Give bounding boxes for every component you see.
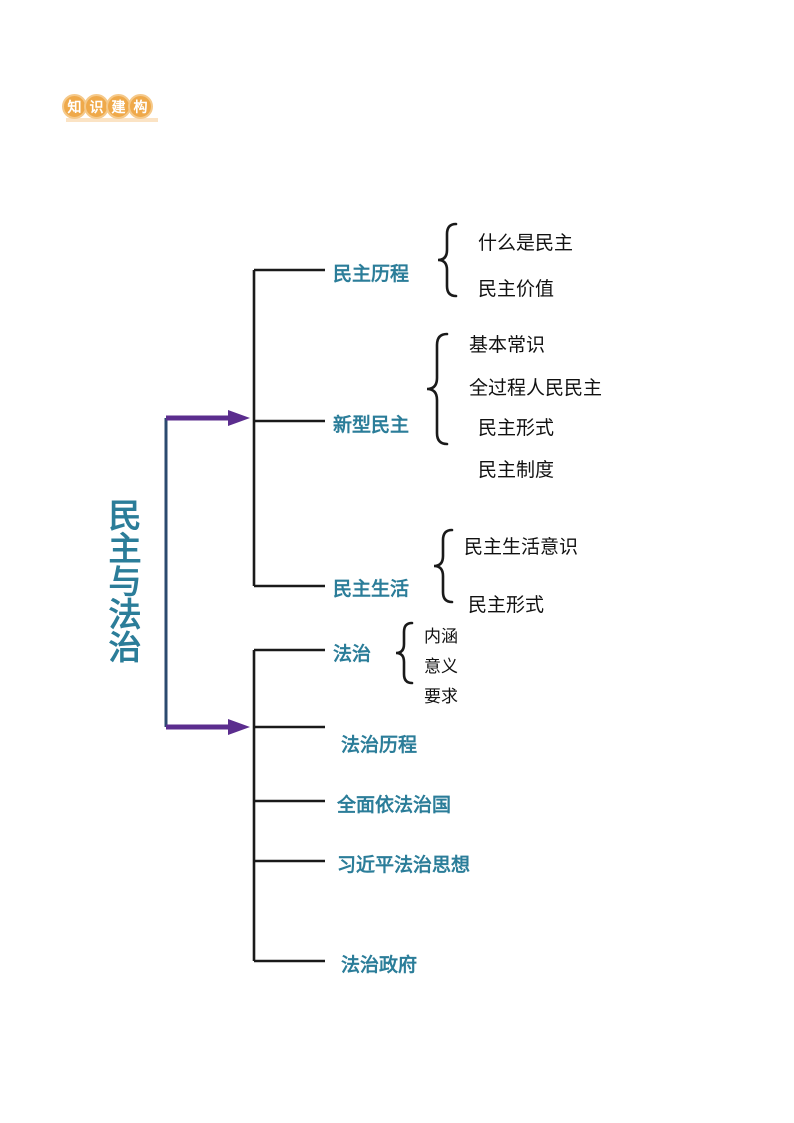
purple-arrow-upper (166, 410, 250, 426)
branch-label-rule-of-law-history[interactable]: 法治历程 (341, 734, 418, 756)
brace-democracy-history (437, 222, 458, 298)
badge-char-2: 识 (84, 94, 109, 119)
leaf-whole-process-peoples-democracy[interactable]: 全过程人民民主 (469, 377, 603, 399)
leaf-significance[interactable]: 意义 (424, 657, 458, 677)
branch-label-new-democracy[interactable]: 新型民主 (333, 414, 410, 436)
leaf-democracy-form[interactable]: 民主形式 (478, 417, 555, 439)
badge-char-3: 建 (106, 94, 131, 119)
badge-char-1: 知 (62, 94, 87, 119)
democracy-bracket (252, 268, 325, 588)
leaf-requirement[interactable]: 要求 (424, 687, 458, 707)
branch-label-rule-of-law-government[interactable]: 法治政府 (341, 954, 418, 976)
leaf-basic-knowledge[interactable]: 基本常识 (469, 334, 546, 356)
branch-label-comprehensive-rule-of-law[interactable]: 全面依法治国 (337, 794, 452, 816)
rule-of-law-bracket (252, 648, 325, 963)
badge-underline (66, 118, 158, 122)
leaf-democratic-life-form[interactable]: 民主形式 (468, 594, 545, 616)
knowledge-construction-badge: 知 识 建 构 (62, 94, 158, 122)
leaf-what-is-democracy[interactable]: 什么是民主 (478, 232, 574, 254)
purple-arrow-lower (166, 719, 250, 735)
brace-rule-of-law (395, 621, 414, 685)
brace-new-democracy (426, 332, 449, 446)
badge-char-4: 构 (128, 94, 153, 119)
page-title: 民主与法治 (103, 498, 142, 663)
leaf-democracy-value[interactable]: 民主价值 (478, 278, 555, 300)
branch-label-democratic-life[interactable]: 民主生活 (333, 578, 410, 600)
branch-label-xi-jinping-rule-of-law-thought[interactable]: 习近平法治思想 (337, 854, 471, 876)
branch-label-rule-of-law[interactable]: 法治 (333, 643, 372, 665)
brace-democratic-life (433, 528, 454, 604)
leaf-democracy-system[interactable]: 民主制度 (478, 459, 555, 481)
leaf-connotation[interactable]: 内涵 (424, 627, 458, 647)
leaf-democratic-life-awareness[interactable]: 民主生活意识 (464, 536, 579, 558)
branch-label-democracy-history[interactable]: 民主历程 (333, 263, 410, 285)
